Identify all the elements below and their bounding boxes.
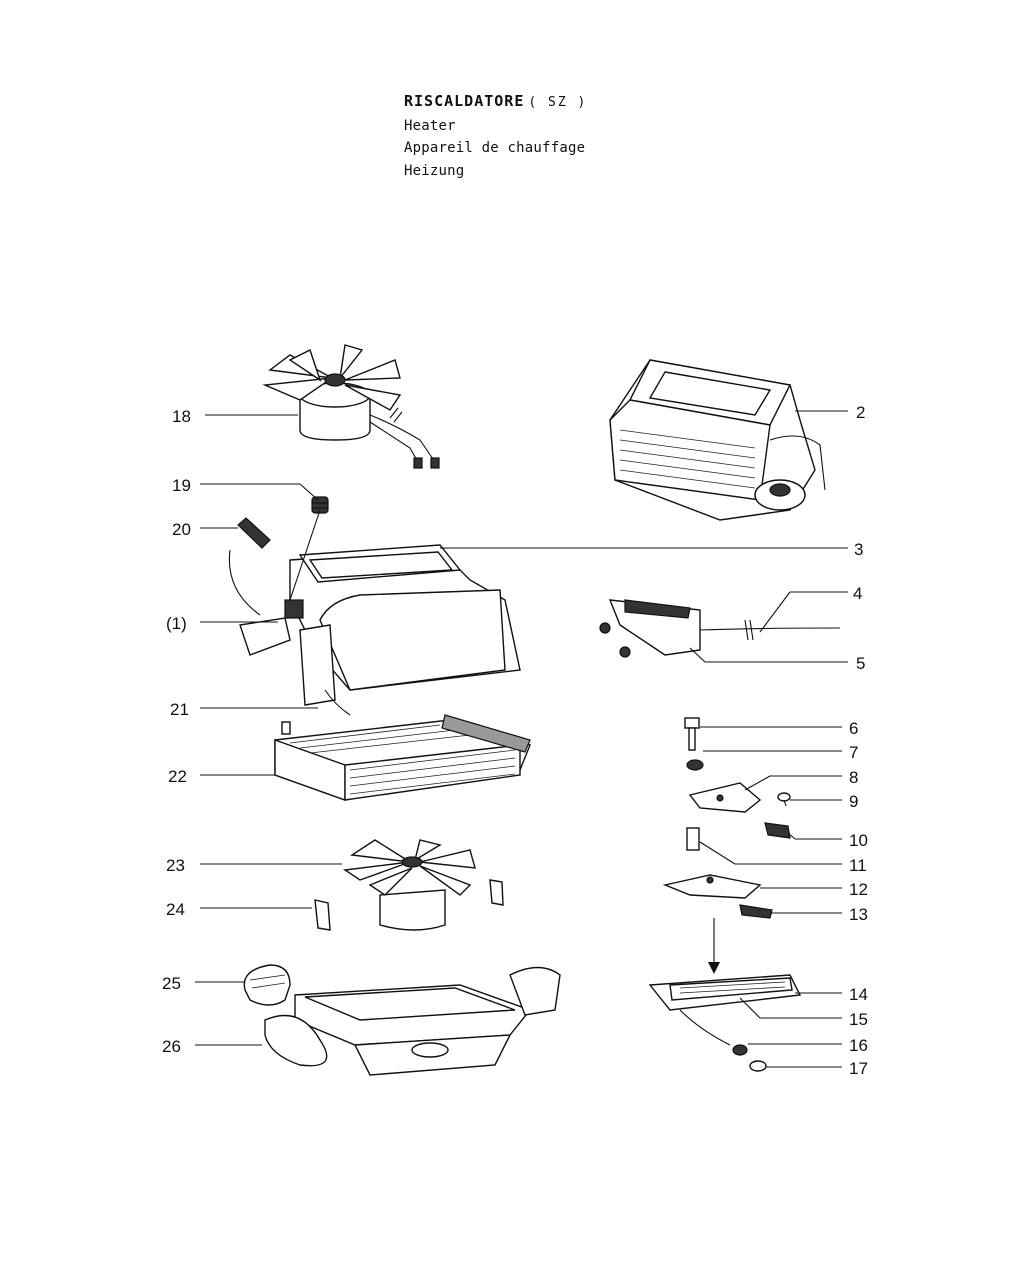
bracket-part-8	[688, 782, 762, 813]
callout-20: 20	[172, 520, 191, 539]
screw-part-17	[749, 1060, 767, 1072]
radiator-core-part-22	[274, 714, 531, 801]
title-italian: RISCALDATORE( SZ )	[404, 90, 587, 115]
screw-part-9	[777, 792, 791, 807]
fan-motor-part-18	[262, 344, 440, 469]
heater-housing-part-3	[228, 509, 521, 716]
callout-24: 24	[166, 900, 185, 919]
clip-part-13	[739, 904, 773, 919]
nut-part-7	[686, 759, 704, 771]
callout-labels: 18 19 20 (1) 21 22 23 24 25 26 2 3 4 5 6…	[162, 403, 868, 1078]
callout-26: 26	[162, 1037, 181, 1056]
callout-4: 4	[853, 584, 862, 603]
callout-6: 6	[849, 719, 858, 738]
callout-16: 16	[849, 1036, 868, 1055]
bolt-part-6	[684, 717, 700, 751]
plate-part-12	[662, 874, 762, 899]
clip-part-24	[314, 879, 504, 931]
callout-12: 12	[849, 880, 868, 899]
knob-part-16	[732, 1044, 748, 1056]
vent-outlet-part-14	[648, 974, 802, 1046]
callout-14: 14	[849, 985, 868, 1004]
title-block: RISCALDATORE( SZ ) Heater Appareil de ch…	[404, 90, 587, 182]
callout-10: 10	[849, 831, 868, 850]
callout-3: 3	[854, 540, 863, 559]
callout-11: 11	[849, 856, 867, 875]
heater-assembly-part-2	[609, 359, 826, 521]
control-lever-part-5	[599, 599, 841, 658]
callout-7: 7	[849, 743, 858, 762]
callout-22: 22	[168, 767, 187, 786]
callout-25: 25	[162, 974, 181, 993]
title-italian-text: RISCALDATORE	[404, 92, 525, 110]
callout-18: 18	[172, 407, 191, 426]
callout-5: 5	[856, 654, 865, 673]
callout-15: 15	[849, 1010, 868, 1029]
callout-17: 17	[849, 1059, 868, 1078]
fan-part-23	[343, 839, 476, 931]
callout-13: 13	[849, 905, 868, 924]
title-french: Appareil de chauffage	[404, 140, 586, 156]
callout-19: 19	[172, 476, 191, 495]
title-code: ( SZ )	[528, 95, 588, 110]
spring-part-19	[311, 496, 329, 514]
callout-21: 21	[170, 700, 189, 719]
arrow-assembly-direction	[708, 918, 720, 974]
spacer-part-11	[686, 827, 700, 851]
callout-8: 8	[849, 768, 858, 787]
callout-2: 2	[856, 403, 865, 422]
lower-housing-part-26	[243, 964, 561, 1076]
title-english: Heater	[404, 117, 456, 134]
bracket-part-10	[764, 822, 791, 839]
callout-9: 9	[849, 792, 858, 811]
sleeve-part-20	[237, 517, 271, 549]
leader-lines	[195, 410, 848, 1068]
title-german: Heizung	[404, 162, 465, 179]
callout-23: 23	[166, 856, 185, 875]
callout-1: (1)	[166, 614, 187, 633]
